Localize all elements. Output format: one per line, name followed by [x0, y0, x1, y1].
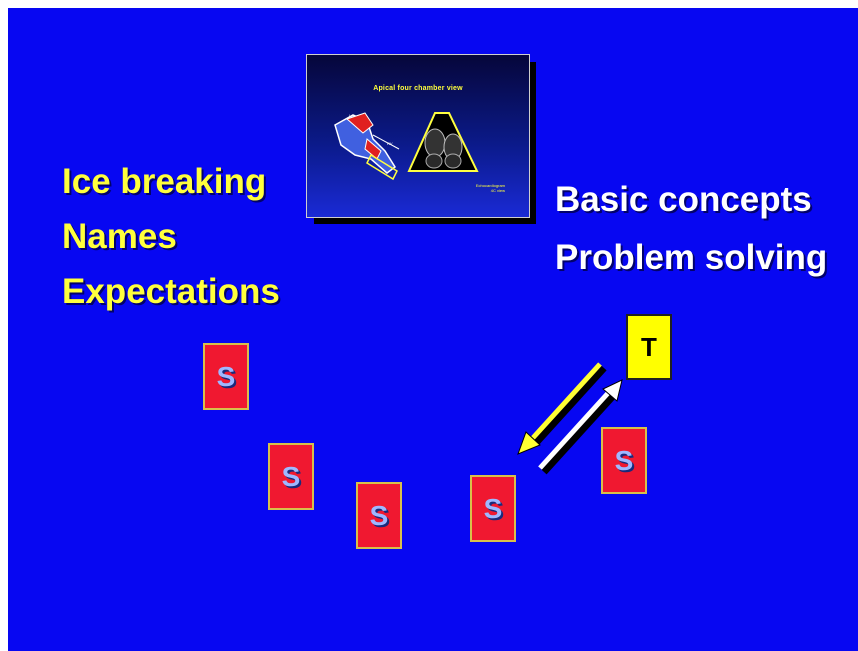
arrow-student-to-teacher — [538, 379, 623, 475]
student-label: S — [483, 492, 503, 524]
arrow-teacher-to-student — [517, 362, 607, 455]
student-card: S — [203, 343, 249, 410]
heart-diagram-icon: LA RV — [334, 112, 479, 181]
student-label: S — [281, 460, 301, 492]
slide: Ice breaking Names Expectations Basic co… — [8, 8, 858, 651]
student-card: S — [470, 475, 516, 542]
teacher-label: T — [641, 331, 657, 362]
student-card: S — [601, 427, 647, 494]
student-label: S — [614, 444, 634, 476]
topic-problem-solving: Problem solving — [555, 238, 828, 277]
student-label: S — [369, 499, 389, 531]
interaction-arrows — [517, 362, 623, 475]
topic-names: Names — [62, 217, 177, 256]
svg-text:LA: LA — [349, 113, 354, 118]
student-card: S — [356, 482, 402, 549]
thumbnail-caption: Echocardiogram 4C view — [476, 183, 505, 193]
thumbnail-title: Apical four chamber view — [373, 85, 463, 92]
topic-expectations: Expectations — [62, 272, 280, 311]
svg-text:RV: RV — [387, 141, 393, 146]
slide-thumbnail: Apical four chamber view LA RV Echocardi… — [306, 54, 530, 218]
thumbnail-caption-line: Echocardiogram — [475, 183, 505, 188]
topic-ice-breaking: Ice breaking — [62, 162, 267, 201]
student-card: S — [268, 443, 314, 510]
teacher-card: T — [626, 314, 672, 380]
right-topic-list: Basic concepts Problem solving — [555, 171, 827, 287]
left-topic-list: Ice breaking Names Expectations — [62, 154, 280, 319]
student-label: S — [216, 360, 236, 392]
topic-basic-concepts: Basic concepts — [555, 180, 812, 219]
thumbnail-caption-line: 4C view — [490, 188, 505, 193]
